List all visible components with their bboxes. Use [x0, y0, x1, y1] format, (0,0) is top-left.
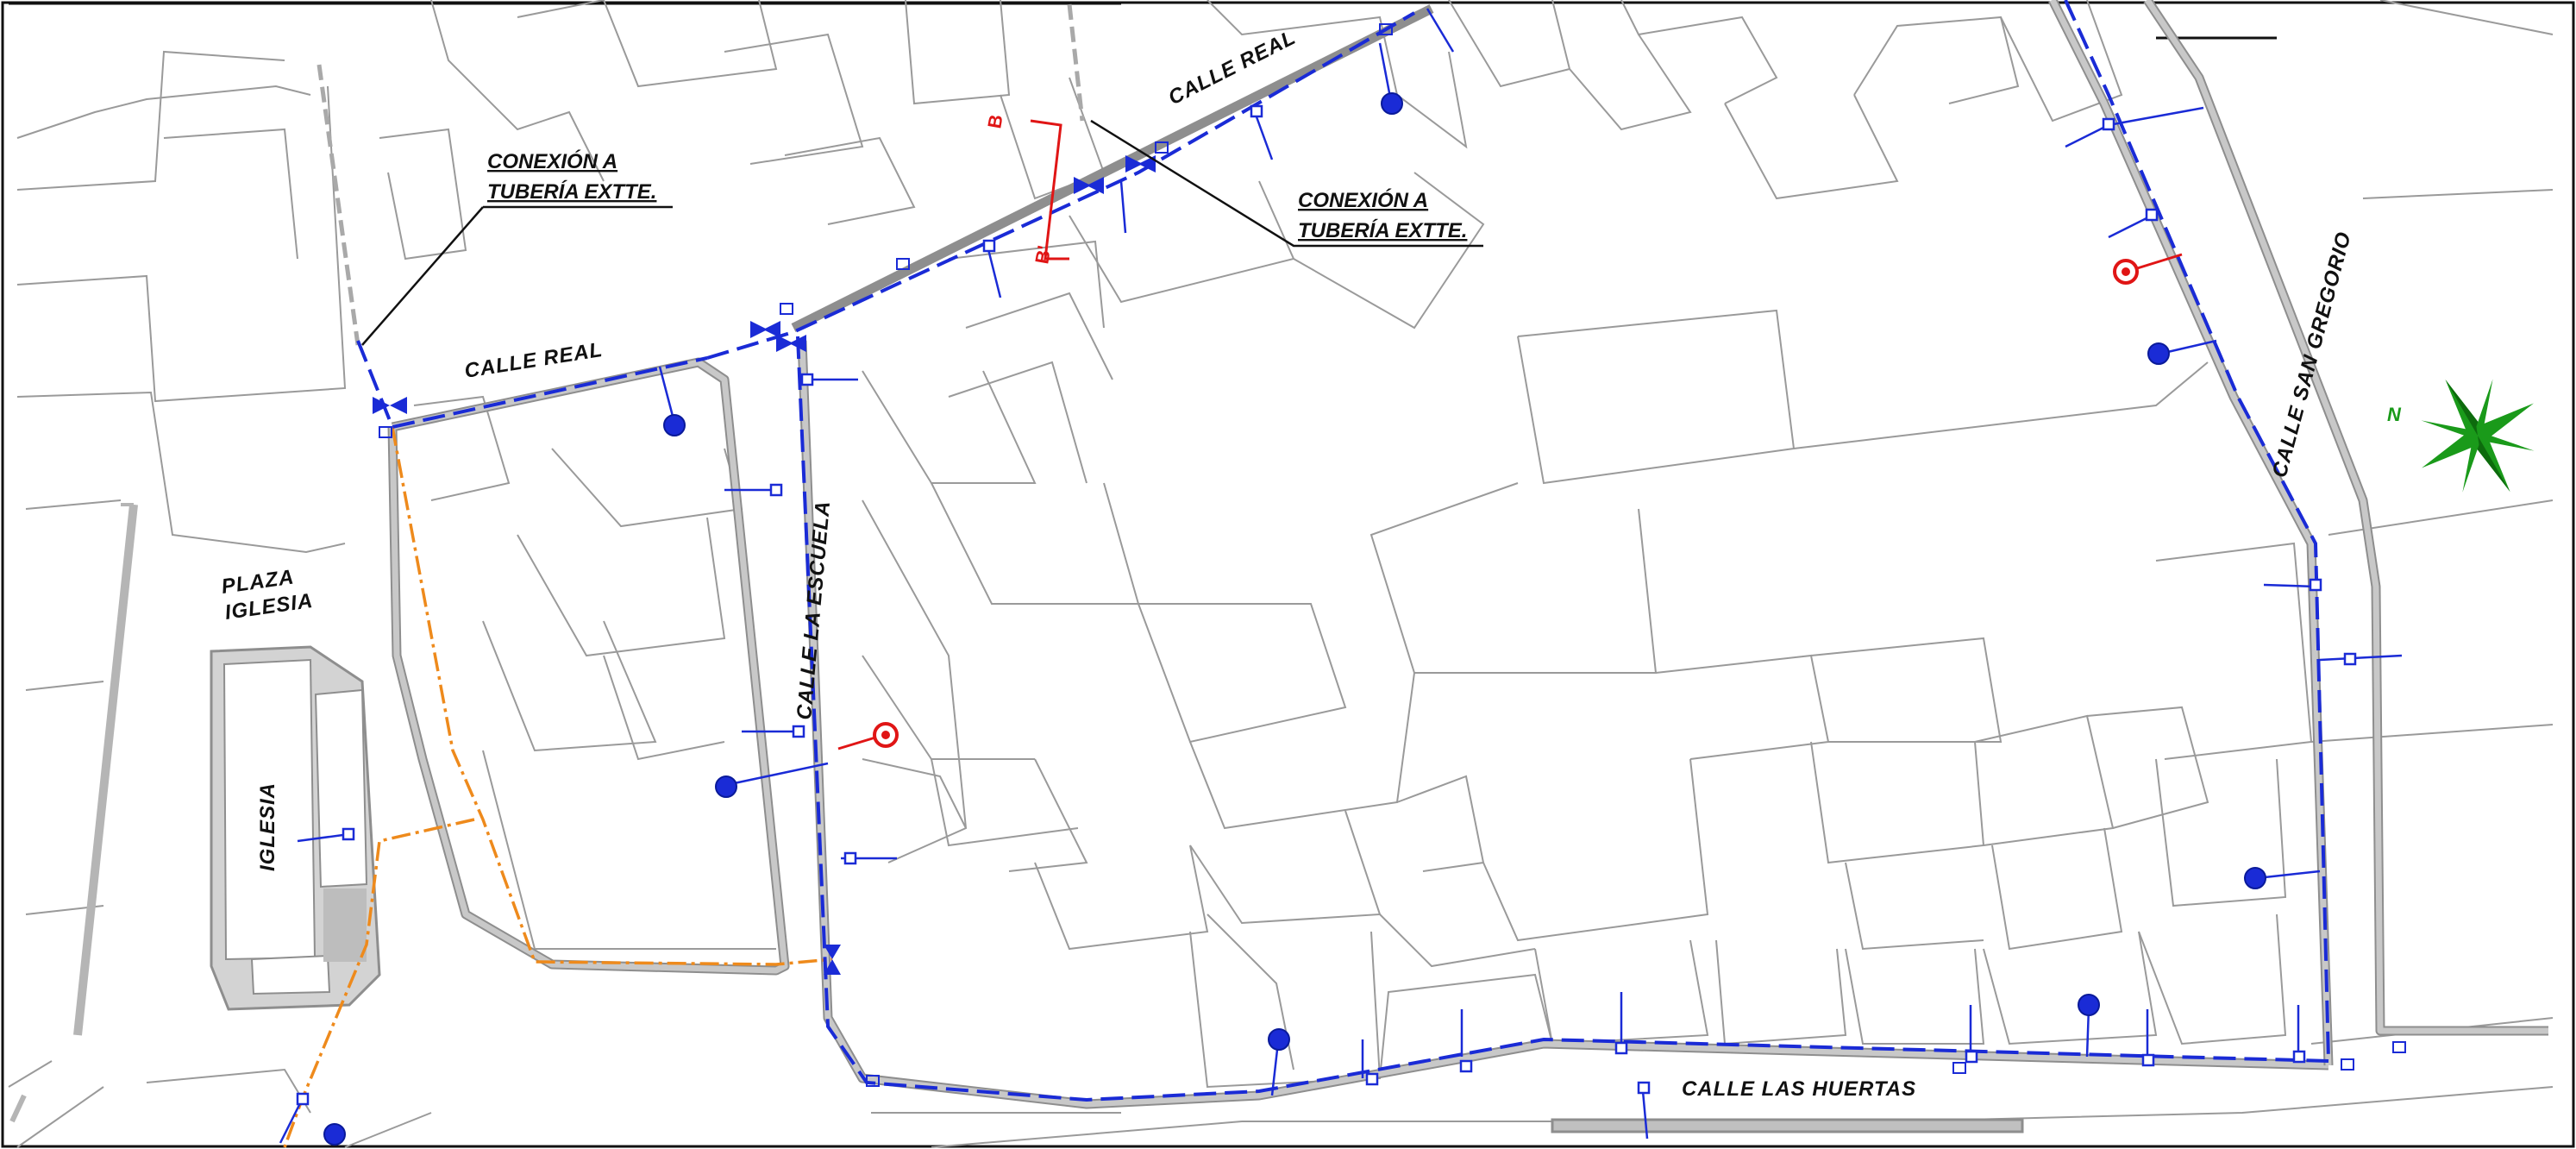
street-label-calle-las-huertas: CALLE LAS HUERTAS	[1682, 1077, 1916, 1101]
street-label-calle-la-escuela: CALLE LA ESCUELA	[793, 499, 835, 720]
street-label-calle-real-upper: CALLE REAL	[1164, 26, 1300, 110]
pipe-markers	[379, 23, 2406, 1087]
iglesia-label: IGLESIA	[256, 782, 279, 871]
existing-pipes	[317, 3, 1085, 346]
svg-text:B': B'	[1031, 244, 1055, 266]
fire-hydrants	[837, 253, 2183, 750]
secondary-pipe	[283, 426, 833, 1148]
water-main	[356, 0, 2330, 1102]
street-label-calle-real-lower: CALLE REAL	[463, 338, 605, 383]
service-connections	[279, 8, 2403, 1144]
conexion-right-line1: CONEXIÓN A	[1298, 188, 1428, 212]
conexion-right-line2: TUBERÍA EXTTE.	[1298, 218, 1467, 242]
conexion-left-line1: CONEXIÓN A	[487, 149, 617, 173]
hydrants	[323, 42, 2321, 1146]
building-footprints	[8, 0, 2554, 1148]
valves	[373, 155, 1156, 975]
conexion-left-line2: TUBERÍA EXTTE.	[487, 179, 656, 204]
north-arrow-icon	[2421, 379, 2535, 493]
plaza-boundary	[9, 503, 138, 1123]
north-label: N	[2387, 404, 2402, 425]
leader-lines	[361, 119, 1483, 346]
street-kerbs	[387, 0, 2548, 1133]
svg-text:B: B	[983, 113, 1006, 130]
section-cut: B B'	[983, 113, 1069, 266]
